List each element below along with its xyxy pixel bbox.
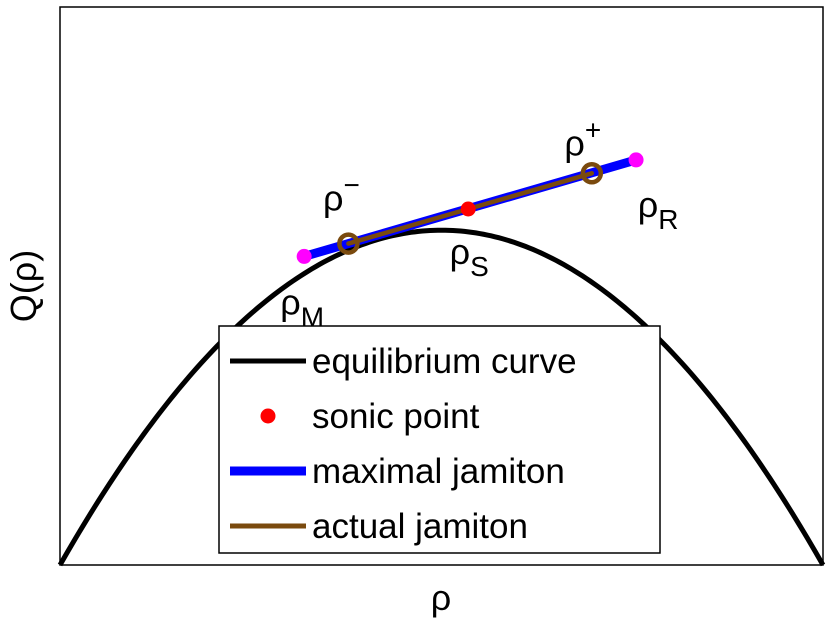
y-axis-label: Q(ρ) <box>3 250 44 322</box>
legend-label-0: equilibrium curve <box>312 342 577 381</box>
legend-label-3: actual jamiton <box>312 507 528 546</box>
x-axis-label: ρ <box>431 577 451 618</box>
legend: equilibrium curve sonic point maximal jami… <box>218 325 661 554</box>
point-marker-3 <box>337 232 360 255</box>
legend-box <box>218 325 661 554</box>
equilibrium-curve <box>57 227 826 567</box>
point-marker-2 <box>460 201 476 217</box>
legend-swatch-1 <box>260 408 276 424</box>
point-marker-4 <box>580 162 604 185</box>
legend-label-1: sonic point <box>312 397 480 436</box>
point-marker-1 <box>628 152 644 168</box>
legend-label-2: maximal jamiton <box>312 452 565 491</box>
point-marker-0 <box>296 248 312 264</box>
